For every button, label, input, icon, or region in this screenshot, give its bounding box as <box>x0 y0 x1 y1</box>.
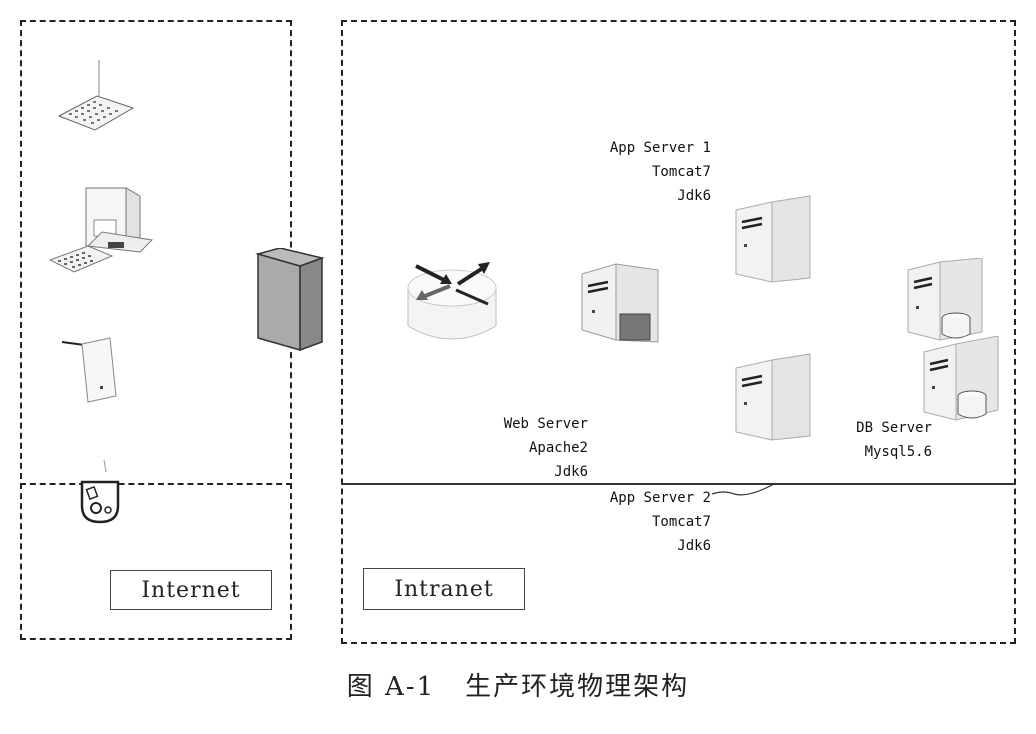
app-server-2-label: App Server 2 Tomcat7 Jdk6 <box>560 486 711 558</box>
app-server-1-icon <box>735 195 811 283</box>
web-server-label: Web Server Apache2 Jdk6 <box>460 412 588 484</box>
internet-zone-label: Internet <box>110 570 272 610</box>
db-server-name: DB Server <box>856 420 932 436</box>
figure-number: 图 A-1 <box>346 672 436 702</box>
app-server-1-name: App Server 1 <box>609 140 711 156</box>
app-server-2-jdk: Jdk6 <box>677 538 711 554</box>
web-server-jdk: Jdk6 <box>554 464 588 480</box>
handheld-device-icon <box>80 459 120 524</box>
internet-network-line <box>20 483 292 485</box>
intranet-zone <box>341 20 1016 644</box>
router-icon <box>407 262 497 340</box>
intranet-zone-label: Intranet <box>363 568 525 610</box>
web-server-name: Web Server <box>503 416 588 432</box>
app-server-1-label: App Server 1 Tomcat7 Jdk6 <box>560 136 711 208</box>
web-server-software: Apache2 <box>528 440 588 456</box>
intranet-network-line <box>341 483 1016 485</box>
laptop-icon <box>57 60 135 131</box>
app-server-1-software: Tomcat7 <box>651 164 711 180</box>
figure-caption: 图 A-1 生产环境物理架构 <box>0 666 1036 703</box>
app-server-2-icon <box>735 353 811 441</box>
app-server-2-name: App Server 2 <box>609 490 711 506</box>
figure-title: 生产环境物理架构 <box>465 672 690 702</box>
db-server-secondary-icon <box>923 336 999 421</box>
firewall-icon <box>255 248 325 352</box>
web-server-icon <box>581 263 659 343</box>
db-server-software: Mysql5.6 <box>864 444 932 460</box>
desktop-computer-icon <box>48 187 154 273</box>
app-server-2-connector <box>711 483 775 496</box>
app-server-1-jdk: Jdk6 <box>677 188 711 204</box>
tablet-icon <box>61 337 117 403</box>
app-server-2-software: Tomcat7 <box>651 514 711 530</box>
db-server-label: DB Server Mysql5.6 <box>838 416 932 464</box>
db-server-primary-icon <box>907 258 983 341</box>
